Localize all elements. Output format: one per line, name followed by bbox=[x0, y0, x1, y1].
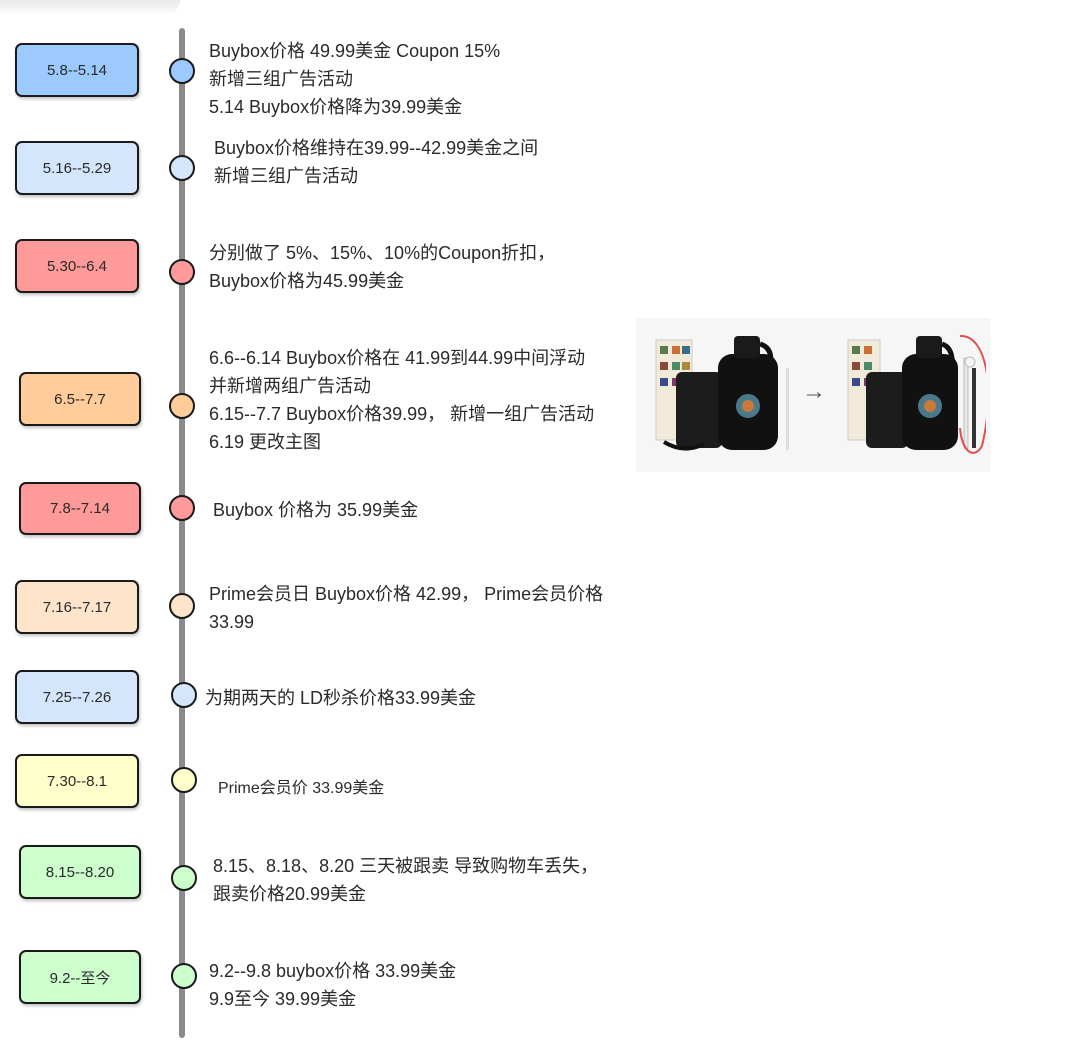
note-line: Prime会员价 33.99美金 bbox=[218, 780, 385, 797]
date-box-10: 9.2--至今 bbox=[19, 950, 141, 1004]
note-line: 为期两天的 LD秒杀价格33.99美金 bbox=[205, 688, 477, 708]
note-line: Prime会员日 Buybox价格 42.99， Prime会员价格 33.99 bbox=[209, 584, 604, 632]
timeline-dot-2 bbox=[169, 155, 195, 181]
water-bottle-product-photo bbox=[655, 336, 789, 451]
timeline-dot-10 bbox=[171, 963, 197, 989]
date-label: 7.30--8.1 bbox=[46, 772, 108, 790]
timeline-dot-1 bbox=[169, 58, 195, 84]
date-box-6: 7.16--7.17 bbox=[15, 580, 139, 634]
note-line: 8.15、8.18、8.20 三天被跟卖 导致购物车丢失， bbox=[213, 856, 599, 876]
main-image-comparison: → bbox=[636, 318, 990, 472]
note-line: 6.15--7.7 Buybox价格39.99， 新增一组广告活动 bbox=[209, 404, 595, 424]
timeline-dot-6 bbox=[169, 593, 195, 619]
milestone-note-10: 9.2--9.8 buybox价格 33.99美金 9.9至今 39.99美金 bbox=[209, 957, 456, 1013]
date-box-1: 5.8--5.14 bbox=[15, 43, 139, 97]
date-label: 5.30--6.4 bbox=[46, 257, 108, 275]
milestone-note-3: 分别做了 5%、15%、10%的Coupon折扣， Buybox价格为45.99… bbox=[209, 239, 555, 295]
arrow-icon: → bbox=[802, 378, 826, 405]
timeline-dot-4 bbox=[169, 393, 195, 419]
milestone-note-7: 为期两天的 LD秒杀价格33.99美金 bbox=[205, 684, 476, 712]
timeline-dot-3 bbox=[169, 259, 195, 285]
date-box-8: 7.30--8.1 bbox=[15, 754, 139, 808]
milestone-note-6: Prime会员日 Buybox价格 42.99， Prime会员价格 33.99 bbox=[209, 580, 639, 636]
date-box-5: 7.8--7.14 bbox=[19, 482, 141, 535]
note-line: Buybox价格维持在39.99--42.99美金之间 bbox=[214, 138, 539, 158]
date-label: 7.25--7.26 bbox=[42, 688, 112, 706]
date-label: 5.16--5.29 bbox=[42, 159, 112, 177]
note-line: Buybox 价格为 35.99美金 bbox=[213, 500, 419, 520]
date-box-7: 7.25--7.26 bbox=[15, 670, 139, 724]
note-line: 9.9至今 39.99美金 bbox=[209, 989, 357, 1009]
note-line: 跟卖价格20.99美金 bbox=[213, 884, 367, 904]
milestone-note-4: 6.6--6.14 Buybox价格在 41.99到44.99中间浮动 并新增两… bbox=[209, 344, 594, 456]
milestone-note-8: Prime会员价 33.99美金 bbox=[218, 775, 384, 803]
timeline-axis bbox=[179, 28, 185, 1038]
note-line: 5.14 Buybox价格降为39.99美金 bbox=[209, 97, 463, 117]
milestone-note-2: Buybox价格维持在39.99--42.99美金之间 新增三组广告活动 bbox=[214, 134, 538, 190]
date-label: 8.15--8.20 bbox=[45, 863, 115, 881]
note-line: 6.19 更改主图 bbox=[209, 432, 322, 452]
milestone-note-1: Buybox价格 49.99美金 Coupon 15% 新增三组广告活动 5.1… bbox=[209, 37, 500, 121]
top-shadow bbox=[0, 0, 180, 16]
timeline-dot-5 bbox=[169, 495, 195, 521]
date-box-3: 5.30--6.4 bbox=[15, 239, 139, 293]
date-label: 5.8--5.14 bbox=[46, 61, 108, 79]
timeline-dot-8 bbox=[171, 767, 197, 793]
note-line: 9.2--9.8 buybox价格 33.99美金 bbox=[209, 961, 457, 981]
date-box-4: 6.5--7.7 bbox=[19, 372, 141, 426]
water-bottle-product-photo-with-straw-brush bbox=[847, 334, 986, 454]
note-line: 并新增两组广告活动 bbox=[209, 376, 371, 396]
note-line: 新增三组广告活动 bbox=[214, 166, 358, 186]
note-line: 6.6--6.14 Buybox价格在 41.99到44.99中间浮动 bbox=[209, 348, 586, 368]
note-line: Buybox价格为45.99美金 bbox=[209, 271, 405, 291]
date-label: 9.2--至今 bbox=[49, 969, 111, 987]
note-line: 分别做了 5%、15%、10%的Coupon折扣， bbox=[209, 243, 556, 263]
milestone-note-5: Buybox 价格为 35.99美金 bbox=[213, 496, 418, 524]
date-label: 7.8--7.14 bbox=[49, 500, 111, 517]
date-label: 7.16--7.17 bbox=[42, 598, 112, 616]
timeline-dot-9 bbox=[171, 865, 197, 891]
note-line: 新增三组广告活动 bbox=[209, 69, 353, 89]
note-line: Buybox价格 49.99美金 Coupon 15% bbox=[209, 41, 501, 61]
date-label: 6.5--7.7 bbox=[54, 390, 106, 408]
milestone-note-9: 8.15、8.18、8.20 三天被跟卖 导致购物车丢失， 跟卖价格20.99美… bbox=[213, 852, 598, 908]
date-box-9: 8.15--8.20 bbox=[19, 845, 141, 899]
date-box-2: 5.16--5.29 bbox=[15, 141, 139, 195]
timeline-dot-7 bbox=[171, 682, 197, 708]
